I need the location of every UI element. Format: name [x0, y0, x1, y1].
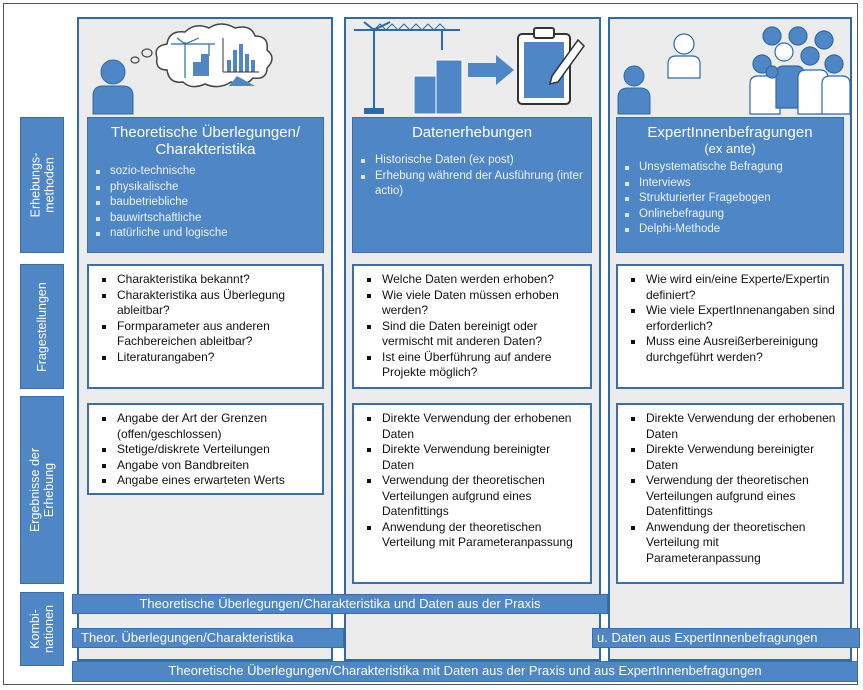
list-item: Angabe eines erwarteten Werts	[102, 473, 316, 489]
methods-list-data: Historische Daten (ex post) Erhebung wäh…	[353, 153, 591, 200]
methods-box-experts: ExpertInnenbefragungen (ex ante) Unsyste…	[616, 117, 844, 253]
list-item: Verwendung der theoretischen Verteilunge…	[367, 473, 584, 520]
list-item: Verwendung der theoretischen Verteilunge…	[631, 473, 836, 520]
list-item: Sind die Daten bereinigt oder vermischt …	[367, 319, 584, 350]
combination-bar-theory-data: Theoretische Überlegungen/Charakteristik…	[72, 594, 608, 614]
arrow-right-icon	[468, 55, 514, 85]
combination-bar-experts-right: u. Daten aus ExpertInnenbefragungen	[592, 628, 860, 648]
list-item: baubetriebliche	[96, 195, 323, 211]
clipboard-icon	[517, 27, 585, 105]
results-list-data: Direkte Verwendung der erhobenen Daten D…	[362, 411, 584, 551]
combination-label: u. Daten aus ExpertInnenbefragungen	[597, 630, 818, 645]
combination-label: Theor. Überlegungen/Charakteristika	[81, 630, 294, 645]
list-item: Formparameter aus anderen Fachbereichen …	[102, 319, 316, 350]
list-item: Angabe der Art der Grenzen (offen/geschl…	[102, 411, 316, 442]
list-item: sozio-technische	[96, 164, 323, 180]
list-item: natürliche und logische	[96, 226, 323, 242]
questions-box-experts: Wie wird ein/eine Experte/Expertin defin…	[616, 264, 844, 389]
questions-list-theory: Charakteristika bekannt? Charakteristika…	[97, 272, 316, 365]
list-item: Erhebung während der Ausführung (inter a…	[361, 169, 591, 200]
list-item: Literaturangaben?	[102, 350, 316, 366]
results-box-theory: Angabe der Art der Grenzen (offen/geschl…	[87, 403, 324, 495]
methods-list-theory: sozio-technische physikalische baubetrie…	[88, 164, 323, 242]
row-label-methods-text: Erhebungs- methoden	[28, 152, 56, 218]
experts-group-icon	[617, 26, 851, 115]
list-item: Direkte Verwendung bereinigter Daten	[631, 442, 836, 473]
list-item: Unsystematische Befragung	[625, 160, 843, 176]
list-item: Onlinebefragung	[625, 207, 843, 223]
crane-icon	[354, 21, 463, 115]
row-label-results: Ergebnisse der Erhebung	[20, 396, 64, 584]
list-item: Direkte Verwendung der erhobenen Daten	[367, 411, 584, 442]
list-item: Charakteristika bekannt?	[102, 272, 316, 288]
list-item: Anwendung der theoretischen Verteilung m…	[367, 520, 584, 551]
list-item: Historische Daten (ex post)	[361, 153, 591, 169]
list-item: Charakteristika aus Überlegung ableitbar…	[102, 288, 316, 319]
list-item: Interviews	[625, 176, 843, 192]
results-box-experts: Direkte Verwendung der erhobenen Daten D…	[616, 403, 844, 584]
list-item: Stetige/diskrete Verteilungen	[102, 442, 316, 458]
list-item: Ist eine Überführung auf andere Projekte…	[367, 350, 584, 381]
row-label-combinations: Kombi- nationen	[20, 592, 64, 666]
methods-list-experts: Unsystematische Befragung Interviews Str…	[617, 160, 843, 238]
list-item: Anwendung der theoretischen Verteilung m…	[631, 520, 836, 567]
list-item: Wie viele Daten müssen erhoben werden?	[367, 288, 584, 319]
results-list-theory: Angabe der Art der Grenzen (offen/geschl…	[97, 411, 316, 489]
list-item: Angabe von Bandbreiten	[102, 458, 316, 474]
row-label-methods: Erhebungs- methoden	[20, 117, 64, 253]
list-item: Wie wird ein/eine Experte/Expertin defin…	[631, 272, 836, 303]
subheader-experts: (ex ante)	[704, 141, 756, 156]
list-item: Muss eine Ausreißerbereinigung durchgefü…	[631, 334, 836, 365]
diagram-frame	[3, 3, 858, 685]
list-item: Direkte Verwendung bereinigter Daten	[367, 442, 584, 473]
list-item: Delphi-Methode	[625, 222, 843, 238]
questions-list-data: Welche Daten werden erhoben? Wie viele D…	[362, 272, 584, 381]
methods-box-theory: Theoretische Überlegungen/ Charakteristi…	[87, 117, 324, 253]
methods-box-data: Datenerhebungen Historische Daten (ex po…	[352, 117, 592, 253]
list-item: Wie viele ExpertInnenangaben sind erford…	[631, 303, 835, 333]
combination-bar-theory-left: Theor. Überlegungen/Charakteristika	[72, 628, 344, 648]
combination-bar-all: Theoretische Überlegungen/Charakteristik…	[72, 661, 858, 682]
combination-label: Theoretische Überlegungen/Charakteristik…	[139, 596, 541, 611]
list-item: physikalische	[96, 180, 323, 196]
row-label-results-text: Ergebnisse der Erhebung	[28, 447, 57, 533]
questions-box-data: Welche Daten werden erhoben? Wie viele D…	[352, 264, 592, 389]
results-box-data: Direkte Verwendung der erhobenen Daten D…	[352, 403, 592, 584]
questions-box-theory: Charakteristika bekannt? Charakteristika…	[87, 264, 324, 389]
list-item: Direkte Verwendung der erhobenen Daten	[631, 411, 836, 441]
row-label-questions: Fragestellungen	[20, 264, 64, 389]
results-list-experts: Direkte Verwendung der erhobenen Daten D…	[626, 411, 836, 566]
combination-label: Theoretische Überlegungen/Charakteristik…	[168, 663, 762, 678]
questions-list-experts: Wie wird ein/eine Experte/Expertin defin…	[626, 272, 836, 365]
row-label-combinations-text: Kombi- nationen	[28, 605, 56, 653]
list-item: Strukturierter Fragebogen	[625, 191, 843, 207]
header-experts: ExpertInnenbefragungen	[647, 124, 813, 141]
header-data: Datenerhebungen	[411, 124, 533, 141]
list-item: bauwirtschaftliche	[96, 211, 323, 227]
row-label-questions-text: Fragestellungen	[35, 281, 49, 372]
list-item: Welche Daten werden erhoben?	[367, 272, 584, 288]
header-theory: Theoretische Überlegungen/ Charakteristi…	[110, 124, 301, 158]
person-thinking-icon	[92, 23, 273, 115]
